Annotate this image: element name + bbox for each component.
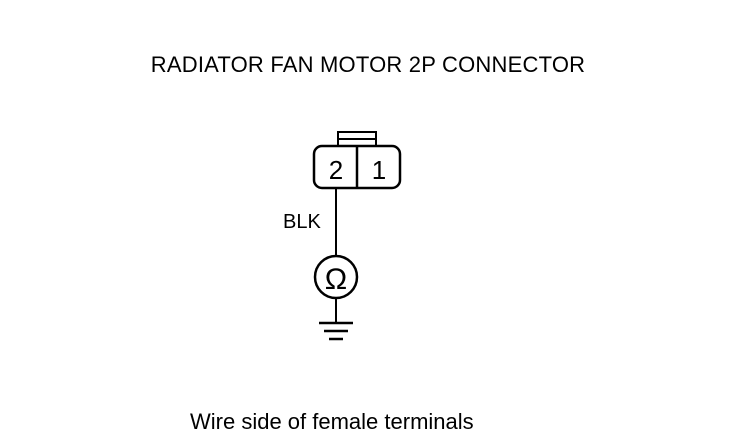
terminal-2-label: 2	[329, 155, 343, 185]
connector-body	[312, 144, 402, 190]
wire-color-label: BLK	[283, 211, 321, 233]
diagram-title: RADIATOR FAN MOTOR 2P CONNECTOR	[150, 52, 586, 77]
ground-icon	[319, 321, 353, 341]
diagram-caption: Wire side of female terminals	[190, 409, 474, 434]
ohm-symbol: Ω	[325, 263, 347, 296]
terminal-1-label: 1	[372, 155, 386, 185]
connector-lock-tab	[337, 131, 377, 147]
